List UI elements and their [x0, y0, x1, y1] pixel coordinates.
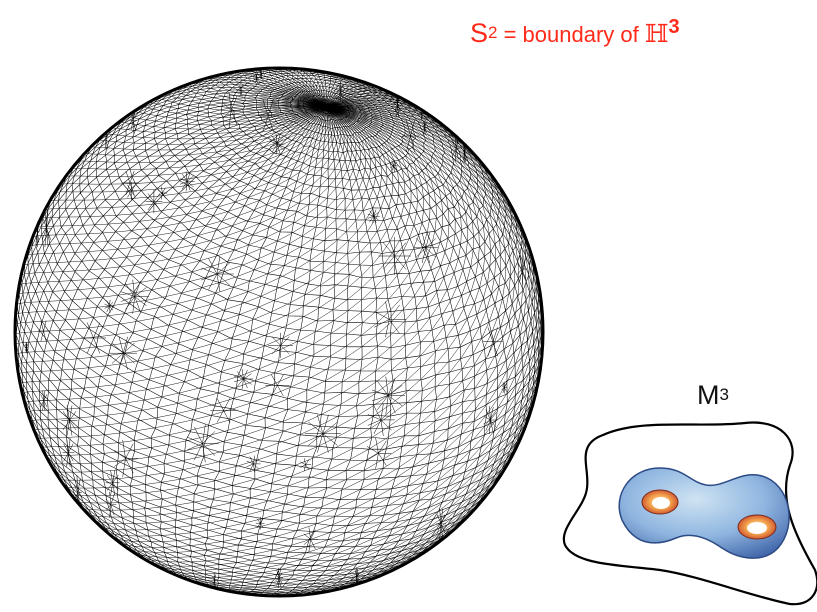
caption-h-exp: 3 — [669, 16, 680, 38]
manifold-exp: 3 — [720, 385, 729, 404]
manifold-symbol: M — [697, 380, 720, 410]
surface-hole-right-inner — [747, 522, 767, 534]
caption-s: S — [470, 18, 488, 48]
caption-text: = boundary of — [497, 22, 644, 47]
manifold-sketch — [564, 423, 817, 605]
caption-h: ℍ — [645, 19, 669, 48]
caption-s-exp: 2 — [488, 23, 497, 42]
manifold-caption: M3 — [697, 380, 729, 411]
sphere-caption: S2 = boundary of ℍ3 — [470, 18, 680, 49]
triangulated-sphere — [15, 62, 543, 596]
surface-hole-left-inner — [652, 497, 670, 509]
